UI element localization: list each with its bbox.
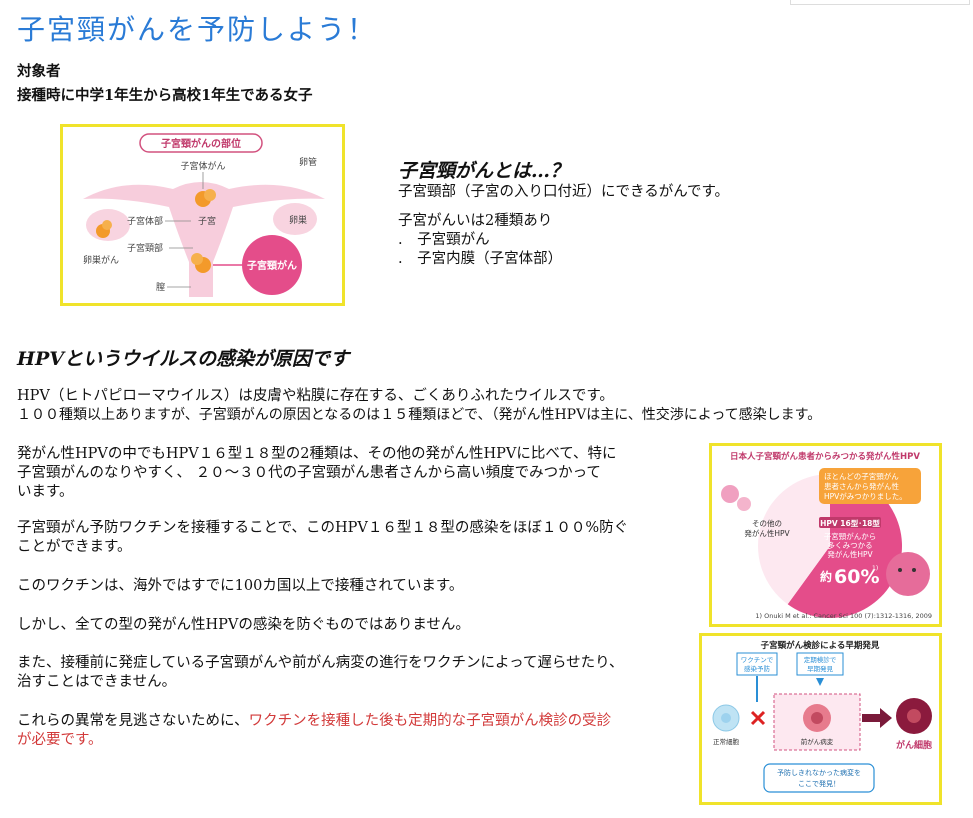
screening-figure: 子宮頸がん検診による早期発見 ワクチンで 感染予防 定期検診で 早期発見 正常細… — [699, 633, 942, 805]
hpv-sub-line1: 子宮頸がんから — [824, 531, 877, 541]
vaccine-line2: 感染予防 — [744, 664, 771, 673]
note-line1: 予防しきれなかった病変を — [777, 768, 861, 777]
pie-slice-1 — [758, 474, 830, 605]
hpv-bubble-line2: 患者さんから発がん性 — [824, 481, 899, 491]
screening-title: 子宮頸がん検診による早期発見 — [761, 640, 880, 651]
hpv-bubble-line3: HPVがみつかりました。 — [824, 491, 907, 501]
hpv-p7-line2: が必要です。 — [17, 732, 103, 748]
cervical-cancer-circle — [242, 235, 302, 295]
label-cervix: 子宮頸部 — [127, 242, 163, 254]
anatomy-figure: 子宮頸がんの部位 子宮頸がん 子宮体がん 卵管 子宮体部 子宮 卵巣 子宮頸部 … — [60, 124, 345, 306]
hpv-p2-line2: 子宮頸がんのなりやすく、 ２０～３０代の子宮頸がん患者さんから高い頻度でみつかっ… — [17, 465, 601, 481]
note-line2: ここで発見！ — [798, 779, 840, 788]
hpv-p3-line2: ことができます。 — [17, 539, 132, 555]
anatomy-title-pill — [139, 133, 263, 153]
target-text: 接種時に中学1年生から高校1年生である女子 — [17, 87, 313, 104]
hpv-p7-highlight: ワクチンを接種した後も定期的な子宮頸がん検診の受診 — [248, 713, 612, 729]
hpv-chart-figure: 日本人子宮頸がん患者からみつかる発がん性HPV ほとんどの子宮頸がん 患者さんか… — [709, 443, 942, 627]
label-uterus: 子宮 — [198, 215, 216, 227]
label-cervical-cancer: 子宮頸がん — [247, 259, 297, 272]
vaccine-line1: ワクチンで — [741, 656, 774, 664]
screening-line2: 早期発見 — [807, 664, 834, 673]
label-vagina: 膣 — [156, 281, 165, 293]
hpv-tag: HPV 16型･18型 — [820, 518, 880, 528]
hpv-bubble-line1: ほとんどの子宮頸がん — [824, 471, 899, 481]
precancer-label: 前がん病変 — [801, 737, 834, 746]
hpv-pie — [758, 474, 902, 618]
hpv-sub-line2: 多くみつかる — [827, 540, 872, 550]
hpv-chart-svg: 日本人子宮頸がん患者からみつかる発がん性HPV ほとんどの子宮頸がん 患者さんか… — [712, 446, 939, 624]
screening-line1: 定期検診で — [804, 655, 837, 664]
cancer-cell-label: がん細胞 — [896, 739, 932, 751]
hpv-heading: HPVというウイルスの感染が原因です — [17, 348, 349, 370]
screening-svg: 子宮頸がん検診による早期発見 ワクチンで 感染予防 定期検診で 早期発見 正常細… — [702, 636, 939, 802]
target-heading: 対象者 — [17, 63, 61, 80]
hpv-p6-line2: 治すことはできません。 — [17, 674, 177, 690]
hpv-p7-prefix: これらの異常を見逃さないために、 — [17, 713, 249, 729]
hpv-citation: 1) Onuki M et al.: Cancer Sci 100 (7):13… — [755, 612, 932, 620]
hpv-chart-title: 日本人子宮頸がん患者からみつかる発がん性HPV — [730, 451, 920, 462]
hpv-other-line2: 発がん性HPV — [744, 528, 790, 538]
pie-slice-0 — [787, 474, 902, 618]
anatomy-illustration: 子宮頸がんの部位 子宮頸がん 子宮体がん 卵管 子宮体部 子宮 卵巣 子宮頸部 … — [63, 127, 342, 303]
hpv-p6-line1: また、接種前に発症している子宮頸がんや前がん病変の進行をワクチンによって遅らせた… — [17, 655, 624, 671]
hpv-p3-line1: 子宮頸がん予防ワクチンを接種することで、このHPV１６型１８型の感染をほぼ１００… — [17, 520, 629, 536]
hpv-sub-line3: 発がん性HPV — [827, 549, 873, 559]
anatomy-title: 子宮頸がんの部位 — [161, 137, 241, 150]
label-uterine-body-cancer: 子宮体がん — [180, 160, 225, 172]
hpv-sup: 1) — [872, 565, 878, 572]
virus-character — [886, 552, 930, 596]
label-uterine-body: 子宮体部 — [127, 215, 163, 227]
hpv-p1-line1: HPV（ヒトパピローマウイルス）は皮膚や粘膜に存在する、ごくありふれたウイルスで… — [17, 388, 614, 404]
what-is-line2: 子宮がんいは2種類あり — [398, 213, 553, 229]
hpv-p4: このワクチンは、海外ではすでに100カ国以上で接種されています。 — [17, 578, 464, 594]
what-is-heading: 子宮頸がんとは…？ — [398, 160, 570, 182]
hpv-tag-bg — [819, 517, 881, 528]
hpv-p7-line1: これらの異常を見逃さないために、ワクチンを接種した後も定期的な子宮頸がん検診の受… — [17, 711, 611, 731]
label-ovarian-cancer: 卵巣がん — [83, 254, 119, 266]
what-is-item1: . 子宮頸がん — [398, 232, 490, 248]
hpv-p2-line3: います。 — [17, 484, 74, 500]
hpv-bubble — [819, 468, 921, 504]
top-right-frame — [790, 0, 970, 5]
hpv-other-line1: その他の — [752, 518, 782, 528]
page-title: 子宮頸がんを予防しよう！ — [17, 13, 378, 46]
what-is-line1: 子宮頸部（子宮の入り口付近）にできるがんです。 — [398, 184, 730, 200]
hpv-p5: しかし、全ての型の発がん性HPVの感染を防ぐものではありません。 — [17, 617, 470, 633]
what-is-item2: . 子宮内膜（子宮体部） — [398, 251, 563, 267]
normal-cell-label: 正常細胞 — [713, 737, 740, 746]
label-fallopian-tube: 卵管 — [299, 156, 317, 168]
hpv-prefix: 約 — [820, 569, 832, 584]
hpv-p1-line2: １００種類以上ありますが、子宮頸がんの原因となるのは１５種類ほどで、（発がん性H… — [17, 407, 822, 423]
hpv-p2-line1: 発がん性HPVの中でもHPV１６型１８型の2種類は、その他の発がん性HPVに比べ… — [17, 446, 617, 462]
label-ovary: 卵巣 — [289, 214, 307, 226]
hpv-percent: 60% — [834, 566, 879, 588]
